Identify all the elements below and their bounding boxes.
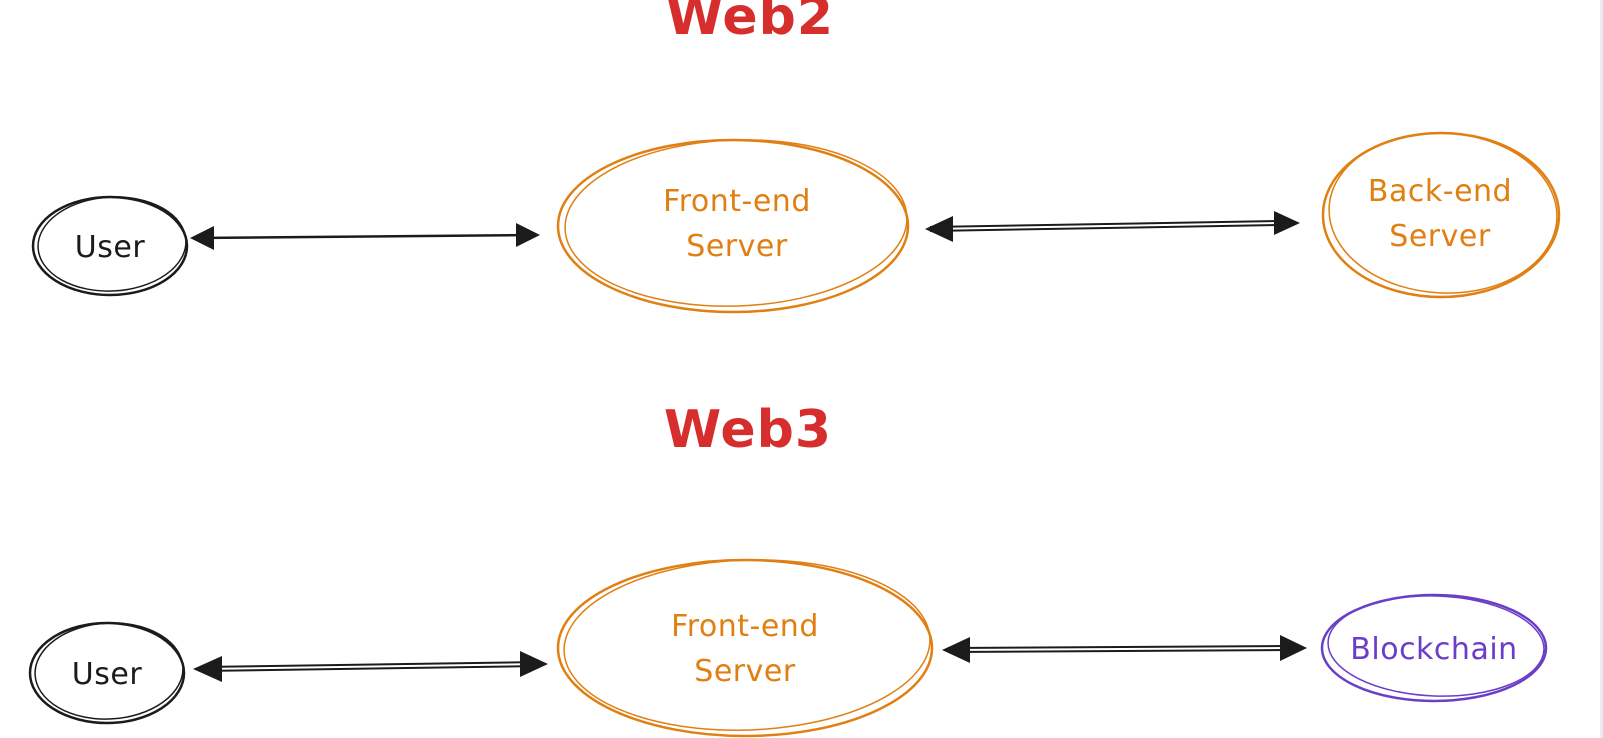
web2-backend-node: Back-end Server [1321,131,1561,299]
web2-user-frontend-arrow [190,223,540,250]
page-edge [1600,0,1603,738]
web3-title: Web3 [664,400,832,460]
web3-blockchain-node: Blockchain [1320,593,1548,703]
web3-blockchain-label: Blockchain [1350,632,1517,667]
web3-frontend-blockchain-arrow [942,635,1307,663]
web3-user-label: User [72,657,143,692]
web3-user-frontend-arrow [193,651,548,682]
web2-frontend-label-line2: Server [686,229,788,264]
web3-frontend-label-line2: Server [694,654,796,689]
web2-frontend-backend-arrow [925,211,1300,242]
web2-backend-label-line2: Server [1389,219,1491,254]
web2-user-node: User [31,195,189,297]
web3-frontend-label-line1: Front-end [671,609,819,644]
web3-user-node: User [28,621,186,725]
web2-title: Web2 [666,0,834,47]
web2-frontend-node: Front-end Server [556,138,910,314]
web3-frontend-node: Front-end Server [556,558,934,738]
web2-backend-label-line1: Back-end [1368,174,1512,209]
web2-user-label: User [75,230,146,265]
web2-frontend-label-line1: Front-end [663,184,811,219]
